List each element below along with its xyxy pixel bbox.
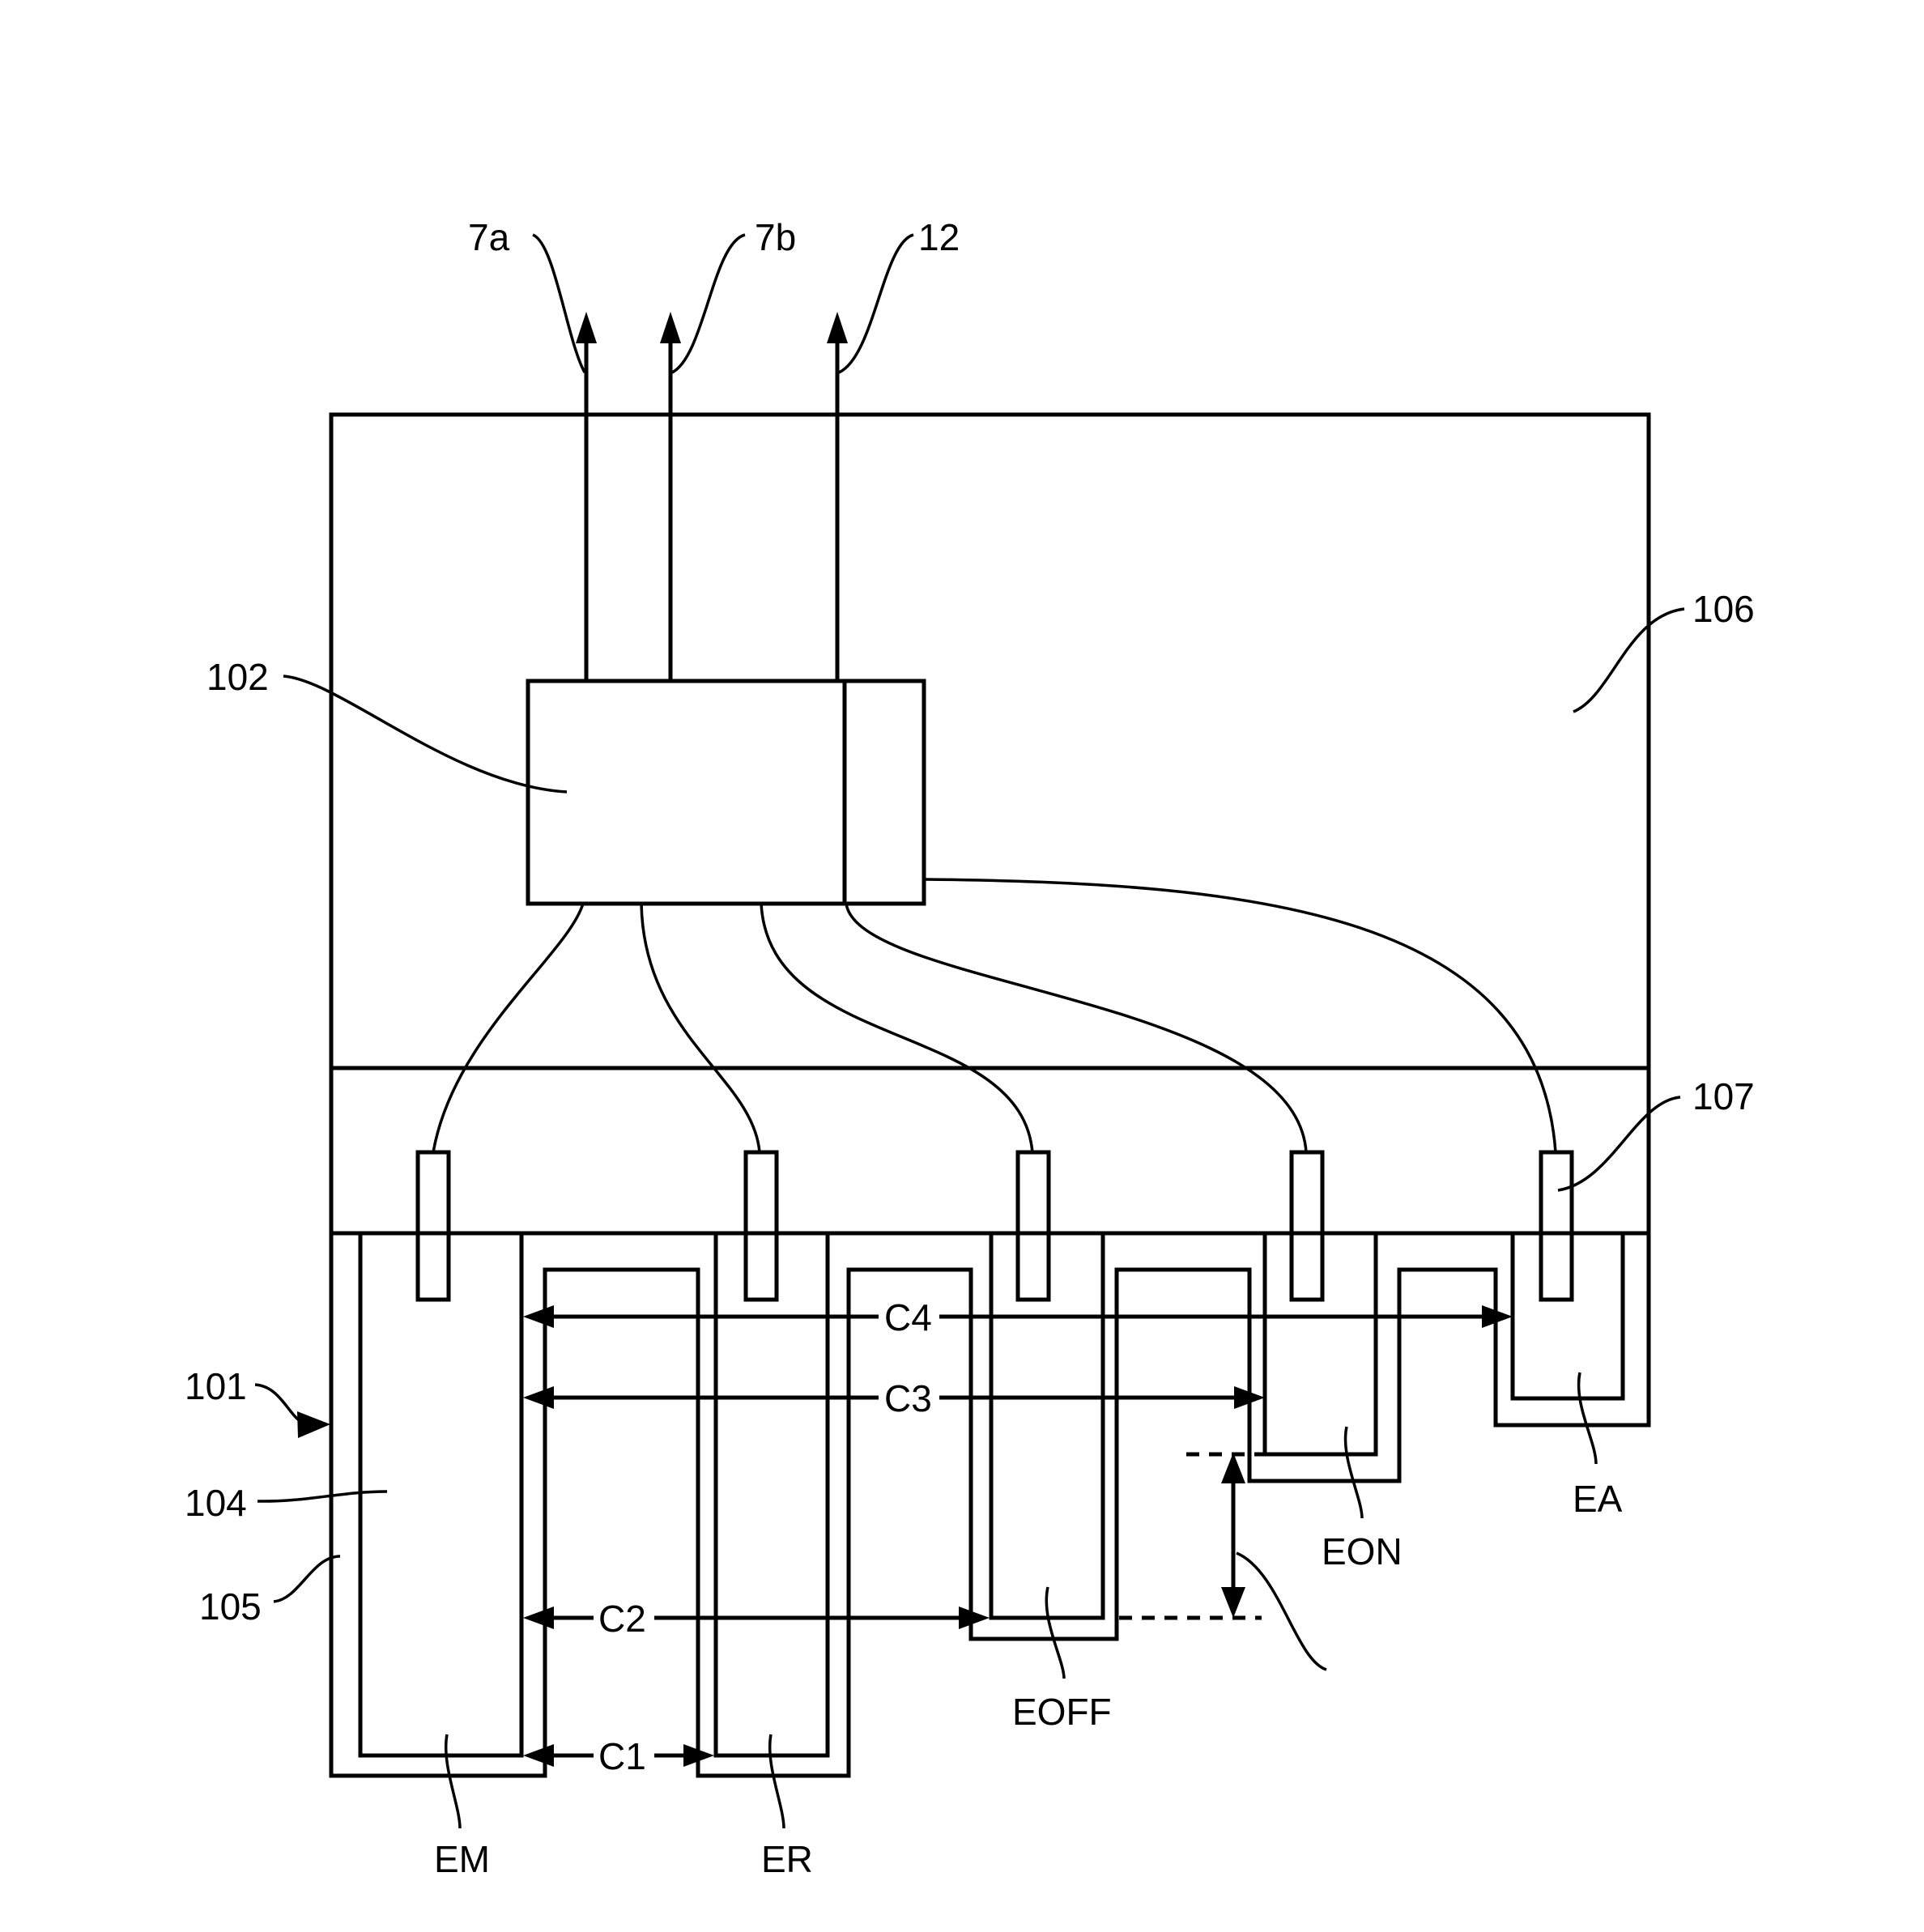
output-arrow-7b [660,312,681,681]
arrowhead-icon [523,1606,554,1629]
label-102: 102 [206,656,269,698]
arrowhead-icon [523,1305,554,1328]
leader-7a [532,233,586,373]
label-101: 101 [185,1365,247,1407]
leader-101 [254,1383,303,1423]
leader-102 [283,674,568,794]
label-eon: EON [1322,1530,1403,1572]
contact-1 [415,1150,451,1302]
leader-em [445,1734,462,1829]
dimension-c2 [523,1606,990,1629]
contact-2 [743,1150,779,1302]
label-7b: 7b [755,216,796,258]
electrode-em [358,1233,524,1758]
contact-3 [1015,1150,1051,1302]
dimension-c1 [523,1744,714,1767]
leader-er [768,1734,785,1829]
leader-104 [257,1490,388,1503]
label-er: ER [761,1838,813,1880]
dimension-c4 [523,1305,1513,1328]
leader-ea [1577,1372,1598,1465]
output-arrow-7a [576,312,597,681]
wire-5 [923,878,1557,1153]
label-12: 12 [918,216,960,258]
leader-eon [1343,1426,1364,1519]
electrode-eon [1262,1233,1378,1457]
arrowhead-icon [660,312,681,343]
arrowhead-icon [1221,1453,1245,1483]
arrowhead-icon [523,1386,554,1409]
arrowhead-icon [576,312,597,343]
leader-105 [273,1555,341,1603]
leader-offset [1236,1551,1327,1671]
contact-5 [1539,1150,1574,1302]
arrowhead-icon [1221,1587,1245,1618]
wire-3 [760,903,1034,1153]
contact-4 [1289,1150,1325,1302]
arrowhead-icon [1482,1305,1513,1328]
label-ea: EA [1573,1478,1623,1520]
leader-7b [671,233,746,374]
label-c1: C1 [598,1735,646,1777]
leader-12 [838,233,914,374]
arrowhead-icon [959,1606,990,1629]
label-105: 105 [199,1585,262,1628]
electrode-ea [1510,1233,1625,1401]
label-106: 106 [1692,588,1755,630]
dimension-vertical-offset [1221,1453,1245,1618]
label-c3: C3 [884,1377,932,1419]
label-c2: C2 [598,1598,646,1640]
encapsulation-outline [329,1233,1651,1778]
wire-1 [432,903,585,1153]
arrowhead-icon [1234,1386,1265,1409]
label-eoff: EOFF [1012,1691,1112,1733]
label-107: 107 [1692,1075,1755,1117]
arrowhead-icon [683,1744,714,1767]
leader-106 [1573,607,1685,713]
leader-107 [1557,1096,1681,1192]
dimension-c3 [523,1386,1265,1409]
arrowhead-icon [827,312,848,343]
electrode-er [713,1233,830,1758]
output-arrow-12 [827,312,848,681]
wire-4 [845,903,1308,1153]
label-104: 104 [185,1482,247,1524]
controller-box [526,679,926,906]
arrowhead-icon [297,1411,330,1438]
label-c4: C4 [884,1296,932,1338]
arrowhead-icon [523,1744,554,1767]
label-7a: 7a [468,216,510,258]
label-em: EM [434,1838,490,1880]
leader-eoff [1045,1586,1066,1679]
wire-2 [640,903,761,1153]
